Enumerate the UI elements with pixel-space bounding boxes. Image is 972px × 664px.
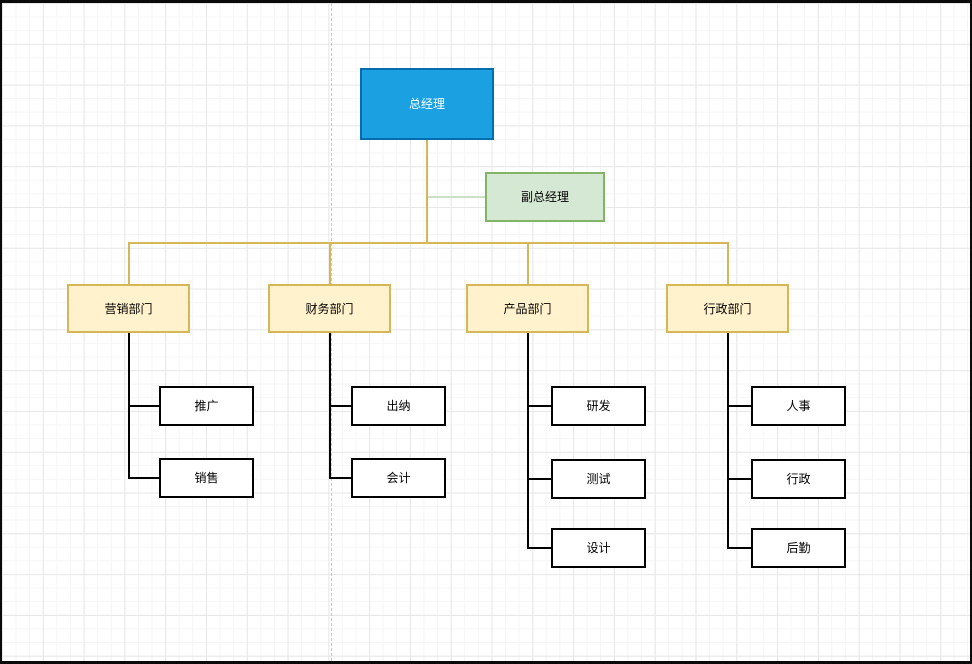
diagram-canvas[interactable]: 总经理副总经理营销部门 财务部门 产品部门 行政部门推广销售 出纳会计 研发测试设计 人事行… <box>2 3 970 661</box>
node-label: 总经理 <box>408 97 445 111</box>
node-cashier[interactable]: 出纳 <box>351 386 446 426</box>
edge-gm-to-departments[interactable] <box>727 244 729 284</box>
node-label: 行政 <box>786 472 811 486</box>
edge-product-children[interactable] <box>529 478 551 480</box>
node-sales[interactable]: 销售 <box>159 458 254 498</box>
edge-marketing-children[interactable] <box>130 477 159 479</box>
edge-admin-children[interactable] <box>727 333 729 549</box>
edge-finance-children[interactable] <box>331 405 351 407</box>
edge-admin-children[interactable] <box>729 478 751 480</box>
node-label: 人事 <box>786 399 811 413</box>
node-label: 会计 <box>386 471 411 485</box>
node-label: 出纳 <box>386 399 411 413</box>
node-label: 后勤 <box>786 541 811 555</box>
edge-finance-children[interactable] <box>329 333 331 479</box>
node-label: 设计 <box>586 541 611 555</box>
node-testing[interactable]: 测试 <box>551 459 646 499</box>
edge-gm-to-departments[interactable] <box>329 244 331 284</box>
node-hr[interactable]: 人事 <box>751 386 846 426</box>
edge-gm-to-departments[interactable] <box>527 244 529 284</box>
node-label: 产品部门 <box>503 301 552 316</box>
node-marketing-dept[interactable]: 营销部门 <box>67 284 190 333</box>
node-administration[interactable]: 行政 <box>751 459 846 499</box>
node-logistics[interactable]: 后勤 <box>751 528 846 568</box>
node-label: 行政部门 <box>703 301 752 316</box>
node-product-dept[interactable]: 产品部门 <box>466 284 589 333</box>
edge-gm-to-deputy[interactable] <box>428 196 485 198</box>
node-label: 副总经理 <box>520 190 569 204</box>
node-promotion[interactable]: 推广 <box>159 386 254 426</box>
node-label: 财务部门 <box>305 301 354 316</box>
node-label: 研发 <box>586 399 611 413</box>
edge-admin-children[interactable] <box>729 405 751 407</box>
node-label: 销售 <box>194 471 219 485</box>
edge-marketing-children[interactable] <box>128 333 130 479</box>
node-accounting[interactable]: 会计 <box>351 458 446 498</box>
edge-gm-to-departments[interactable] <box>128 244 130 284</box>
edge-gm-to-departments[interactable] <box>426 140 428 244</box>
node-design[interactable]: 设计 <box>551 528 646 568</box>
node-deputy-general-manager[interactable]: 副总经理 <box>485 172 605 222</box>
edge-finance-children[interactable] <box>331 477 351 479</box>
edge-product-children[interactable] <box>527 333 529 549</box>
node-general-manager[interactable]: 总经理 <box>360 68 494 140</box>
edge-admin-children[interactable] <box>729 547 751 549</box>
edge-marketing-children[interactable] <box>130 405 159 407</box>
node-label: 营销部门 <box>104 301 153 316</box>
node-finance-dept[interactable]: 财务部门 <box>268 284 391 333</box>
node-research-dev[interactable]: 研发 <box>551 386 646 426</box>
node-label: 测试 <box>586 472 611 486</box>
edge-gm-to-departments[interactable] <box>128 242 729 244</box>
node-admin-dept[interactable]: 行政部门 <box>666 284 789 333</box>
edge-product-children[interactable] <box>529 405 551 407</box>
edge-product-children[interactable] <box>529 547 551 549</box>
node-label: 推广 <box>194 399 219 413</box>
